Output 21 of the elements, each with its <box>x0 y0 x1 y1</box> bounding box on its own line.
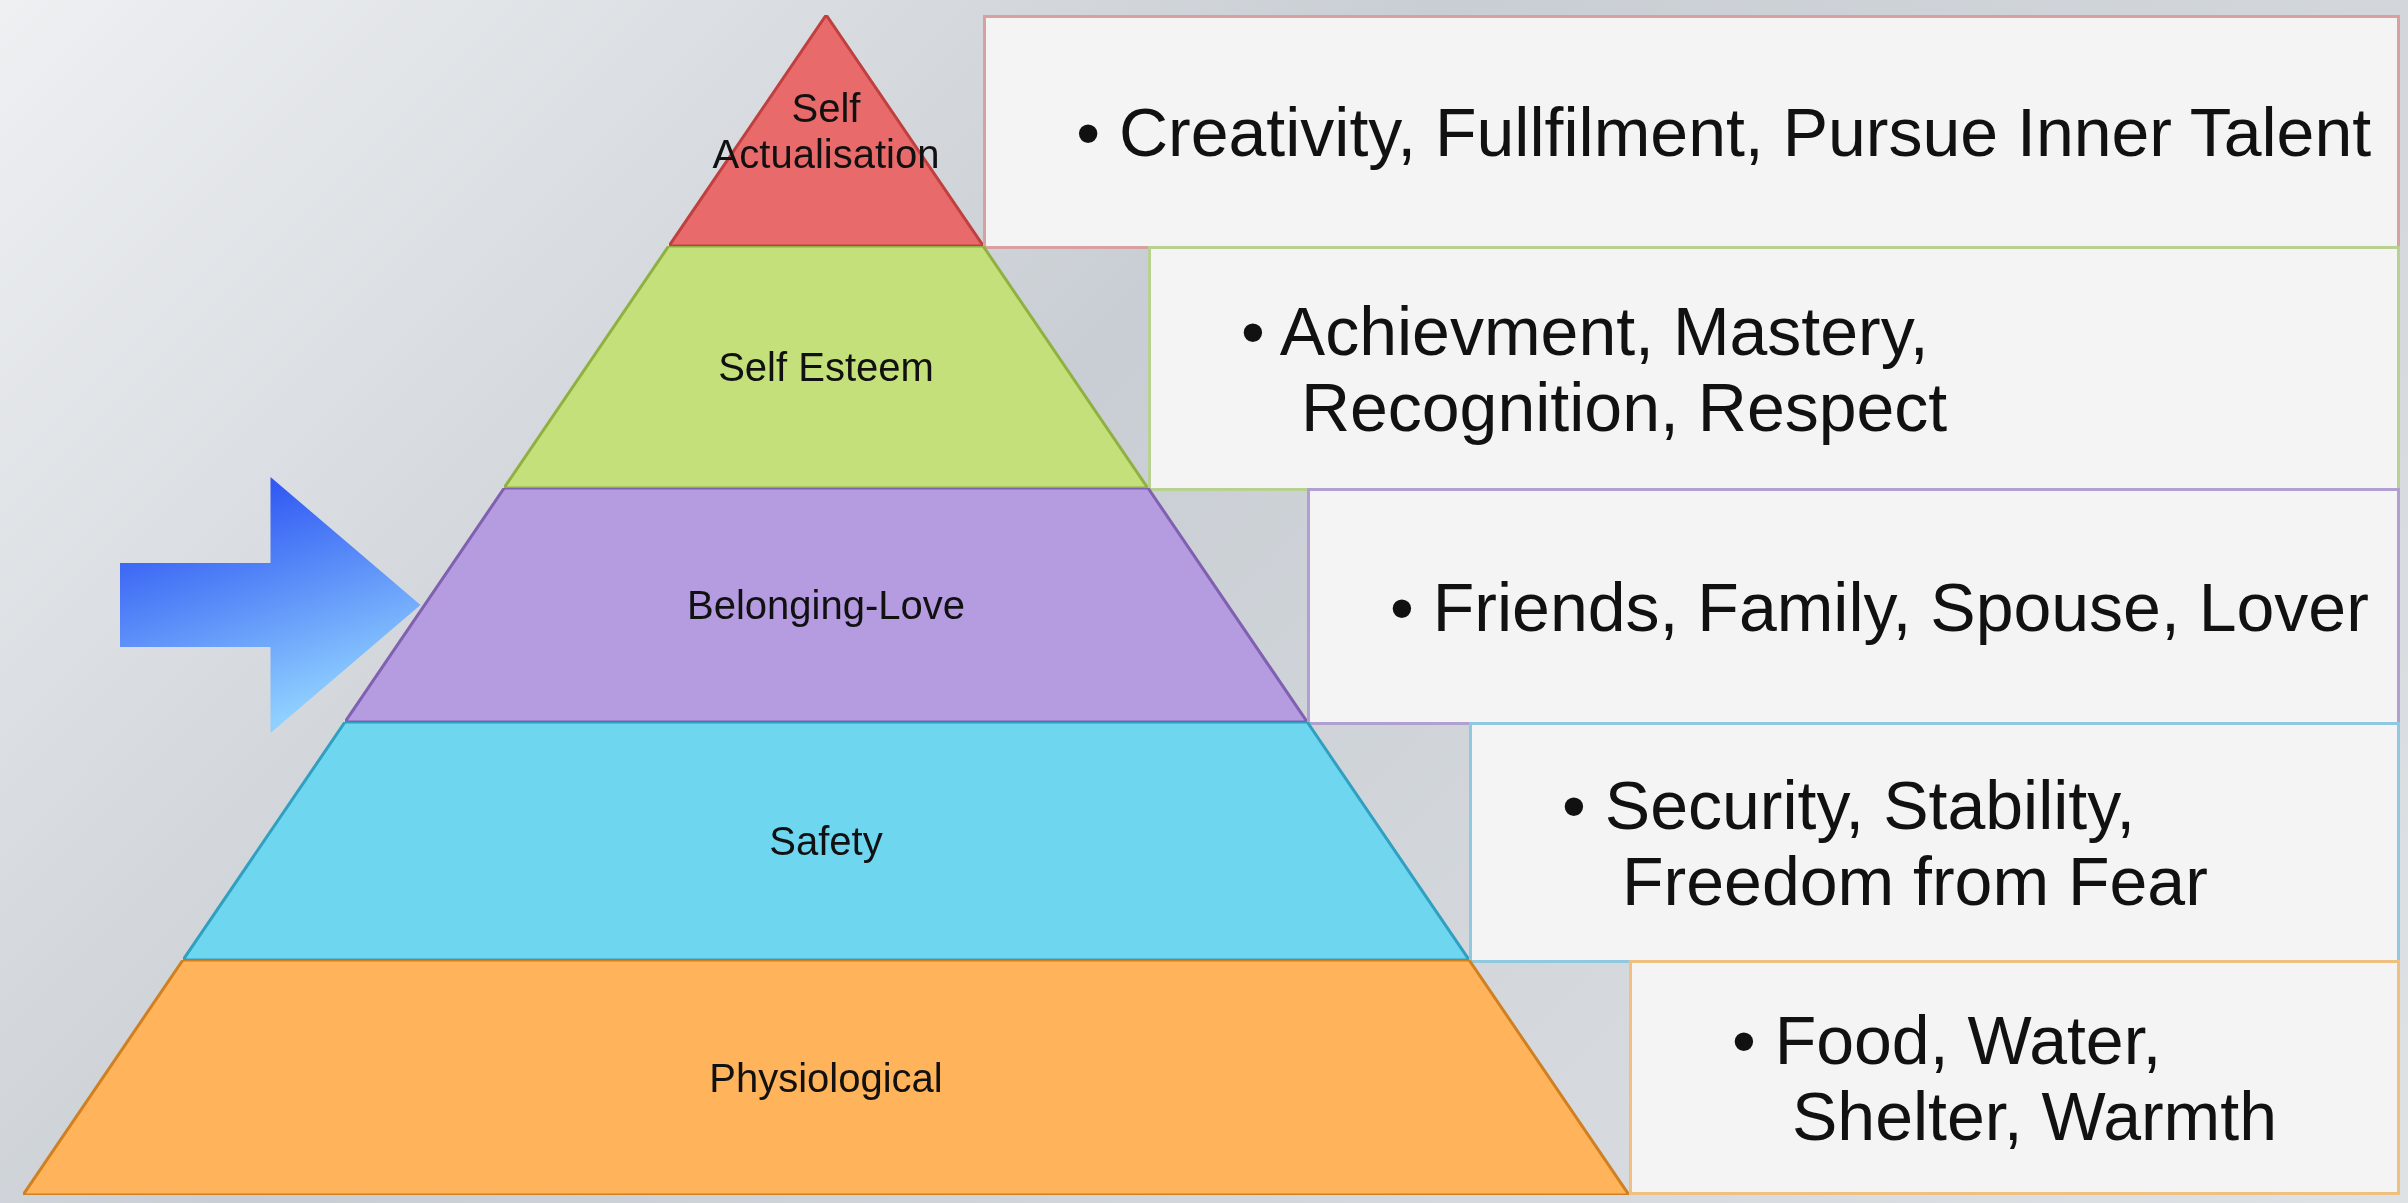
description-box <box>1469 722 2400 963</box>
bullet-item: • Achievment, Mastery, Recognition, Respect <box>1240 292 1949 445</box>
pyramid-layer <box>504 246 1148 488</box>
pyramid-layer <box>344 488 1308 722</box>
level-label: Safety <box>769 818 883 864</box>
description-box <box>1629 960 2400 1195</box>
bullet-item: • Creativity, Fullfilment, Pursue Inner Talent <box>1076 93 2373 171</box>
block-arrow <box>120 477 421 733</box>
bullet-item: • Food, Water, Shelter, Warmth <box>1732 1001 2278 1154</box>
bullet-item: • Friends, Family, Spouse, Lover <box>1390 568 2370 645</box>
pyramid-layer <box>23 960 1629 1195</box>
level-label: Self Esteem <box>718 344 934 390</box>
level-label: Self Actualisation <box>711 85 941 177</box>
level-label: Belonging-Love <box>687 582 965 628</box>
level-label: Physiological <box>709 1054 943 1101</box>
description-box <box>1147 246 2400 491</box>
description-box <box>983 15 2400 249</box>
pyramid-layer <box>182 722 1470 960</box>
description-box <box>1307 488 2400 725</box>
pyramid-top-triangle <box>668 15 984 246</box>
bullet-item: • Security, Stability, Freedom from Fear <box>1562 766 2209 919</box>
